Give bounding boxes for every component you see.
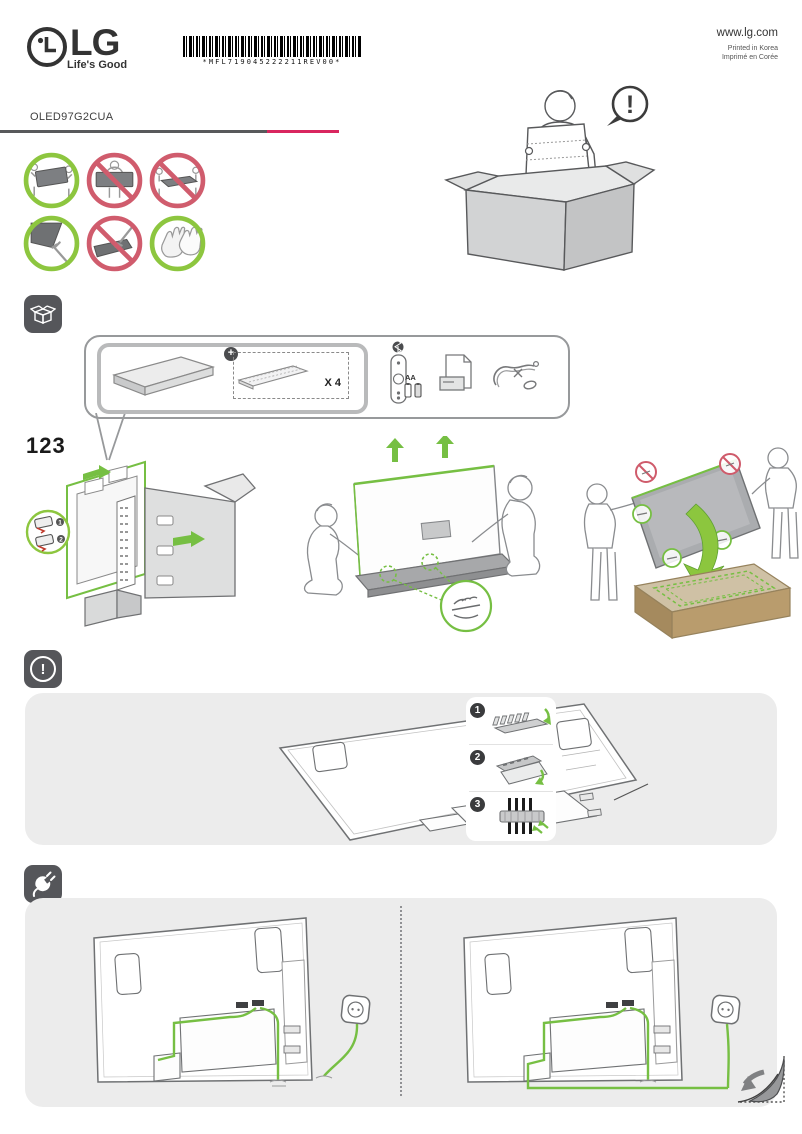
lg-logo-text: LG <box>70 22 120 63</box>
battery-type-label: AA <box>405 373 416 382</box>
warning-exclamation: ! <box>40 660 46 678</box>
holder-fasten-illustration <box>499 798 549 834</box>
cable-holder-step-3: 3 <box>469 794 553 838</box>
stand-bracket-illustration <box>112 356 216 396</box>
cable-routing-left-illustration <box>93 917 371 1087</box>
power-plug-icon <box>24 865 62 903</box>
accessories-callout-pointer <box>95 413 126 461</box>
hold-by-frame-edge-icon <box>23 215 80 272</box>
cable-holder-step-1: 1 <box>469 700 553 745</box>
holder-open-illustration <box>495 755 548 785</box>
place-on-box-illustration <box>583 447 799 640</box>
correct-grip-markers <box>632 504 732 568</box>
read-manual-unboxing-illustration: ! <box>443 85 656 271</box>
model-number: OLED97G2CUA <box>30 111 114 123</box>
plus-screws-icon: + <box>224 347 238 361</box>
clip-step-1: 1 <box>58 520 62 527</box>
handling-safety-icons <box>23 152 206 272</box>
wall-outlet <box>340 994 371 1025</box>
carry-with-two-people-icon <box>23 152 80 209</box>
pull-direction-arrow <box>83 465 111 480</box>
tv-back-flat-illustration <box>278 703 649 841</box>
website-url: www.lg.com <box>716 27 778 39</box>
lift-arrow <box>436 436 454 458</box>
wear-gloves-icon <box>149 215 206 272</box>
do-not-carry-flat-icon <box>149 152 206 209</box>
print-info: www.lg.com Printed in Korea Imprimé en C… <box>717 27 778 62</box>
step-number-badge: 1 <box>470 703 485 718</box>
clip-step-2: 2 <box>59 537 63 544</box>
panel-divider <box>400 906 402 1096</box>
callout-pointer-line <box>613 783 649 801</box>
page-turn-icon <box>737 1056 785 1103</box>
step-number-badge: 3 <box>470 797 485 812</box>
manual-illustration <box>439 354 472 391</box>
remote-control-illustration <box>390 341 407 404</box>
lg-logo-icon <box>27 27 67 67</box>
barcode: *MFL719045222211REV00* <box>183 36 361 66</box>
step-number-badge: 2 <box>470 750 485 765</box>
hand-grip-detail-callout <box>439 579 493 633</box>
screw-quantity-label: X 4 <box>324 377 341 389</box>
unpack-carton-illustration <box>66 460 256 627</box>
cable-holder-steps-callout: 1 2 <box>466 697 556 841</box>
do-not-carry-alone-icon <box>86 152 143 209</box>
wall-bracket-illustration <box>237 365 309 390</box>
holder-remove-illustration <box>492 708 551 734</box>
slide-direction-arrow <box>173 531 205 547</box>
barcode-text: *MFL719045222211REV00* <box>202 58 342 66</box>
attention-mark: ! <box>626 91 634 119</box>
cable-holder-step-2: 2 <box>469 747 553 792</box>
wall-bracket-screws-box: X 4 <box>233 352 349 399</box>
barcode-bars <box>183 36 361 57</box>
do-not-press-screen-icon <box>86 215 143 272</box>
warning-icon: ! <box>24 650 62 688</box>
lift-tv-illustration <box>303 436 541 633</box>
open-box-icon <box>24 295 62 333</box>
printed-in-korea-fr: Imprimé en Corée <box>721 53 778 61</box>
lg-tagline: Life's Good <box>67 59 128 71</box>
wall-outlet <box>710 994 741 1025</box>
prohibited-grip-markers <box>635 453 741 483</box>
header-rule-gray <box>0 130 267 133</box>
cable-routing-right-illustration <box>463 917 741 1090</box>
unpacking-steps-label: 123 <box>26 433 66 458</box>
batteries-illustration <box>404 383 422 398</box>
printed-in-korea: Printed in Korea <box>727 45 778 52</box>
cable-ties-illustration <box>493 360 539 390</box>
lift-arrow <box>386 438 404 462</box>
packing-clip-callout: 1 2 <box>25 509 71 555</box>
header-rule-pink <box>267 130 339 133</box>
